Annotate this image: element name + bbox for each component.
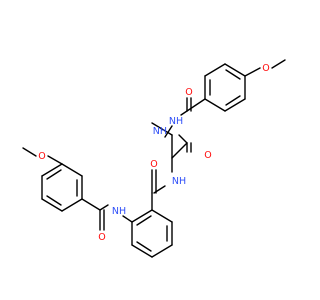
bond [47,155,63,165]
bond [41,198,63,212]
bond [224,63,246,77]
bond [178,134,188,144]
atom-oxygen-carbonyl-top: O [185,87,192,98]
bond [180,110,188,116]
bond [99,204,109,211]
bond-double-inner [225,95,241,106]
atom-oxygen-methoxy-left: O [38,151,45,162]
bond [164,125,173,138]
atom-nitrogen-amide-mid: NH [172,176,186,187]
atom-oxygen-methoxy-top: O [262,63,269,74]
bond-double-inner [136,241,152,252]
ring-top-methoxyphenyl [204,63,246,112]
atom-nitrogen-hydrazide-2: NH [153,126,167,137]
bond [224,98,246,112]
bond-double-inner [136,215,152,226]
bond [131,244,153,258]
bond [151,209,173,223]
atom-oxygen-carbonyl-benzamide: O [150,159,157,170]
bond [204,98,226,112]
bond [271,59,286,69]
bond [244,67,261,77]
bond-double-inner [46,169,62,180]
molecule-diagram: O O NH NH O NH O NH O O [22,59,286,258]
atom-oxygen-carbonyl-mid: O [204,150,211,161]
bond [22,147,37,157]
bond [151,244,173,258]
bond [204,63,226,77]
bond [171,142,188,159]
atom-nitrogen-amide-low: NH [112,206,126,217]
bond [41,163,63,177]
molecule-svg: O O NH NH O NH O NH O O [22,59,286,258]
ring-left-methoxyphenyl [41,163,83,212]
bond [81,198,101,211]
bond [122,215,133,223]
atom-oxygen-carbonyl-low: O [98,232,105,243]
bond [131,209,153,223]
bond [186,98,206,112]
bond [61,163,83,177]
ring-anthranilic [131,209,173,258]
atom-nitrogen-hydrazide-1: NH [169,116,183,127]
bond [61,198,83,212]
bond-double-inner [225,69,241,80]
bond-double-inner [46,195,62,206]
bond [151,122,173,136]
